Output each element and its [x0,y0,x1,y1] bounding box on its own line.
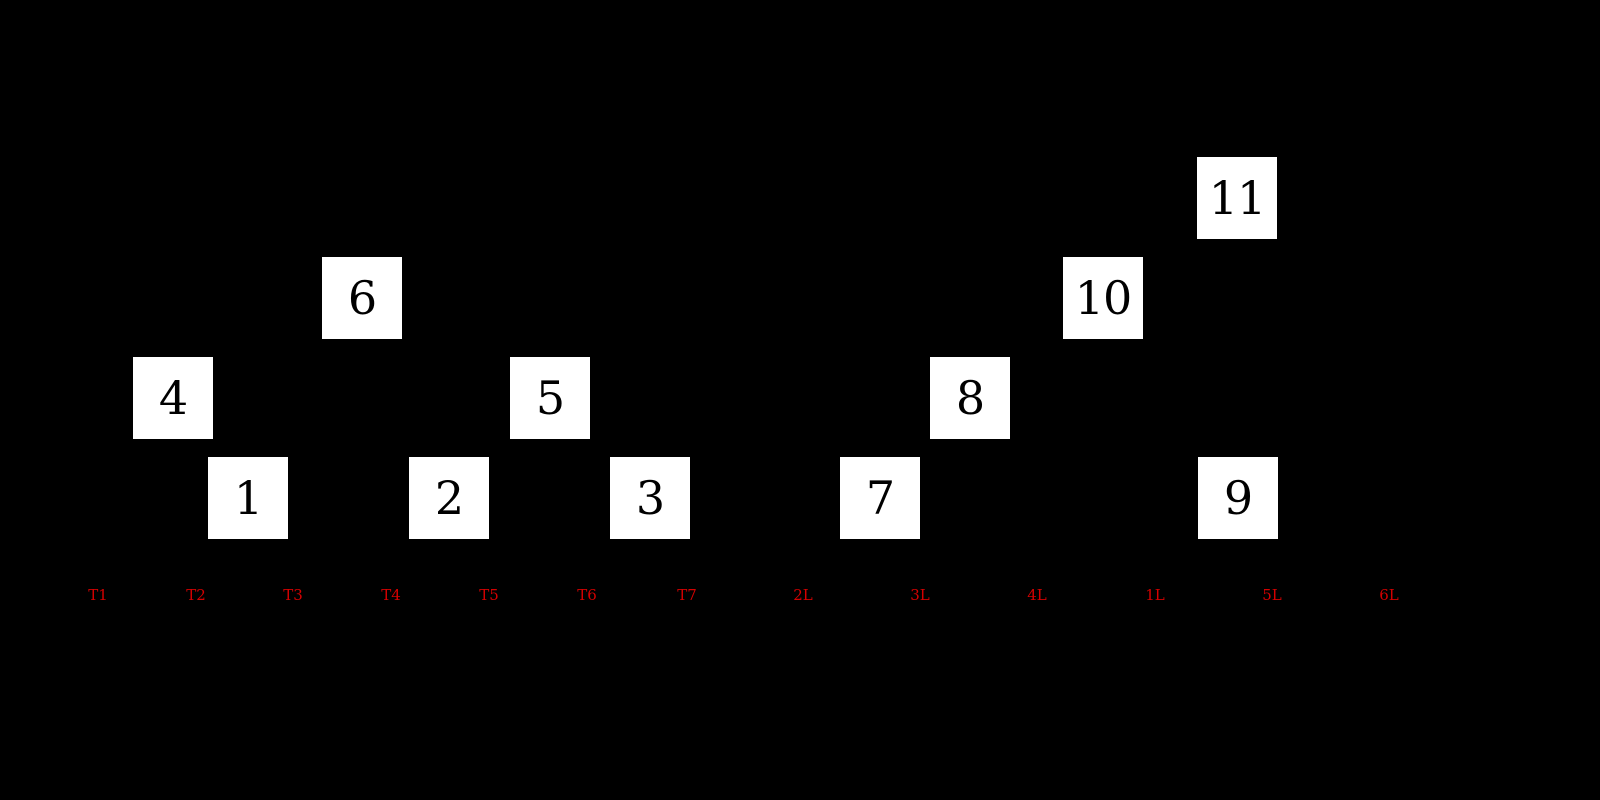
x-axis-tick-label-3L: 3L [910,586,930,604]
x-axis-tick-label-T7: T7 [677,586,697,604]
x-axis-tick-label-T1: T1 [88,586,108,604]
node-box-6[interactable]: 6 [322,257,402,339]
x-axis-tick-label-1L: 1L [1145,586,1165,604]
x-axis-tick-label-T5: T5 [479,586,499,604]
node-box-4[interactable]: 4 [133,357,213,439]
node-box-9[interactable]: 9 [1198,457,1278,539]
node-box-8[interactable]: 8 [930,357,1010,439]
node-box-1[interactable]: 1 [208,457,288,539]
node-box-10[interactable]: 10 [1063,257,1143,339]
x-axis-tick-label-2L: 2L [793,586,813,604]
node-box-3[interactable]: 3 [610,457,690,539]
x-axis-tick-label-6L: 6L [1379,586,1399,604]
x-axis-tick-label-T3: T3 [283,586,303,604]
node-box-11[interactable]: 11 [1197,157,1277,239]
node-box-2[interactable]: 2 [409,457,489,539]
node-box-7[interactable]: 7 [840,457,920,539]
x-axis-tick-label-T6: T6 [577,586,597,604]
x-axis-tick-label-T2: T2 [186,586,206,604]
node-box-5[interactable]: 5 [510,357,590,439]
x-axis-tick-label-4L: 4L [1027,586,1047,604]
x-axis-tick-label-5L: 5L [1262,586,1282,604]
x-axis-tick-label-T4: T4 [381,586,401,604]
